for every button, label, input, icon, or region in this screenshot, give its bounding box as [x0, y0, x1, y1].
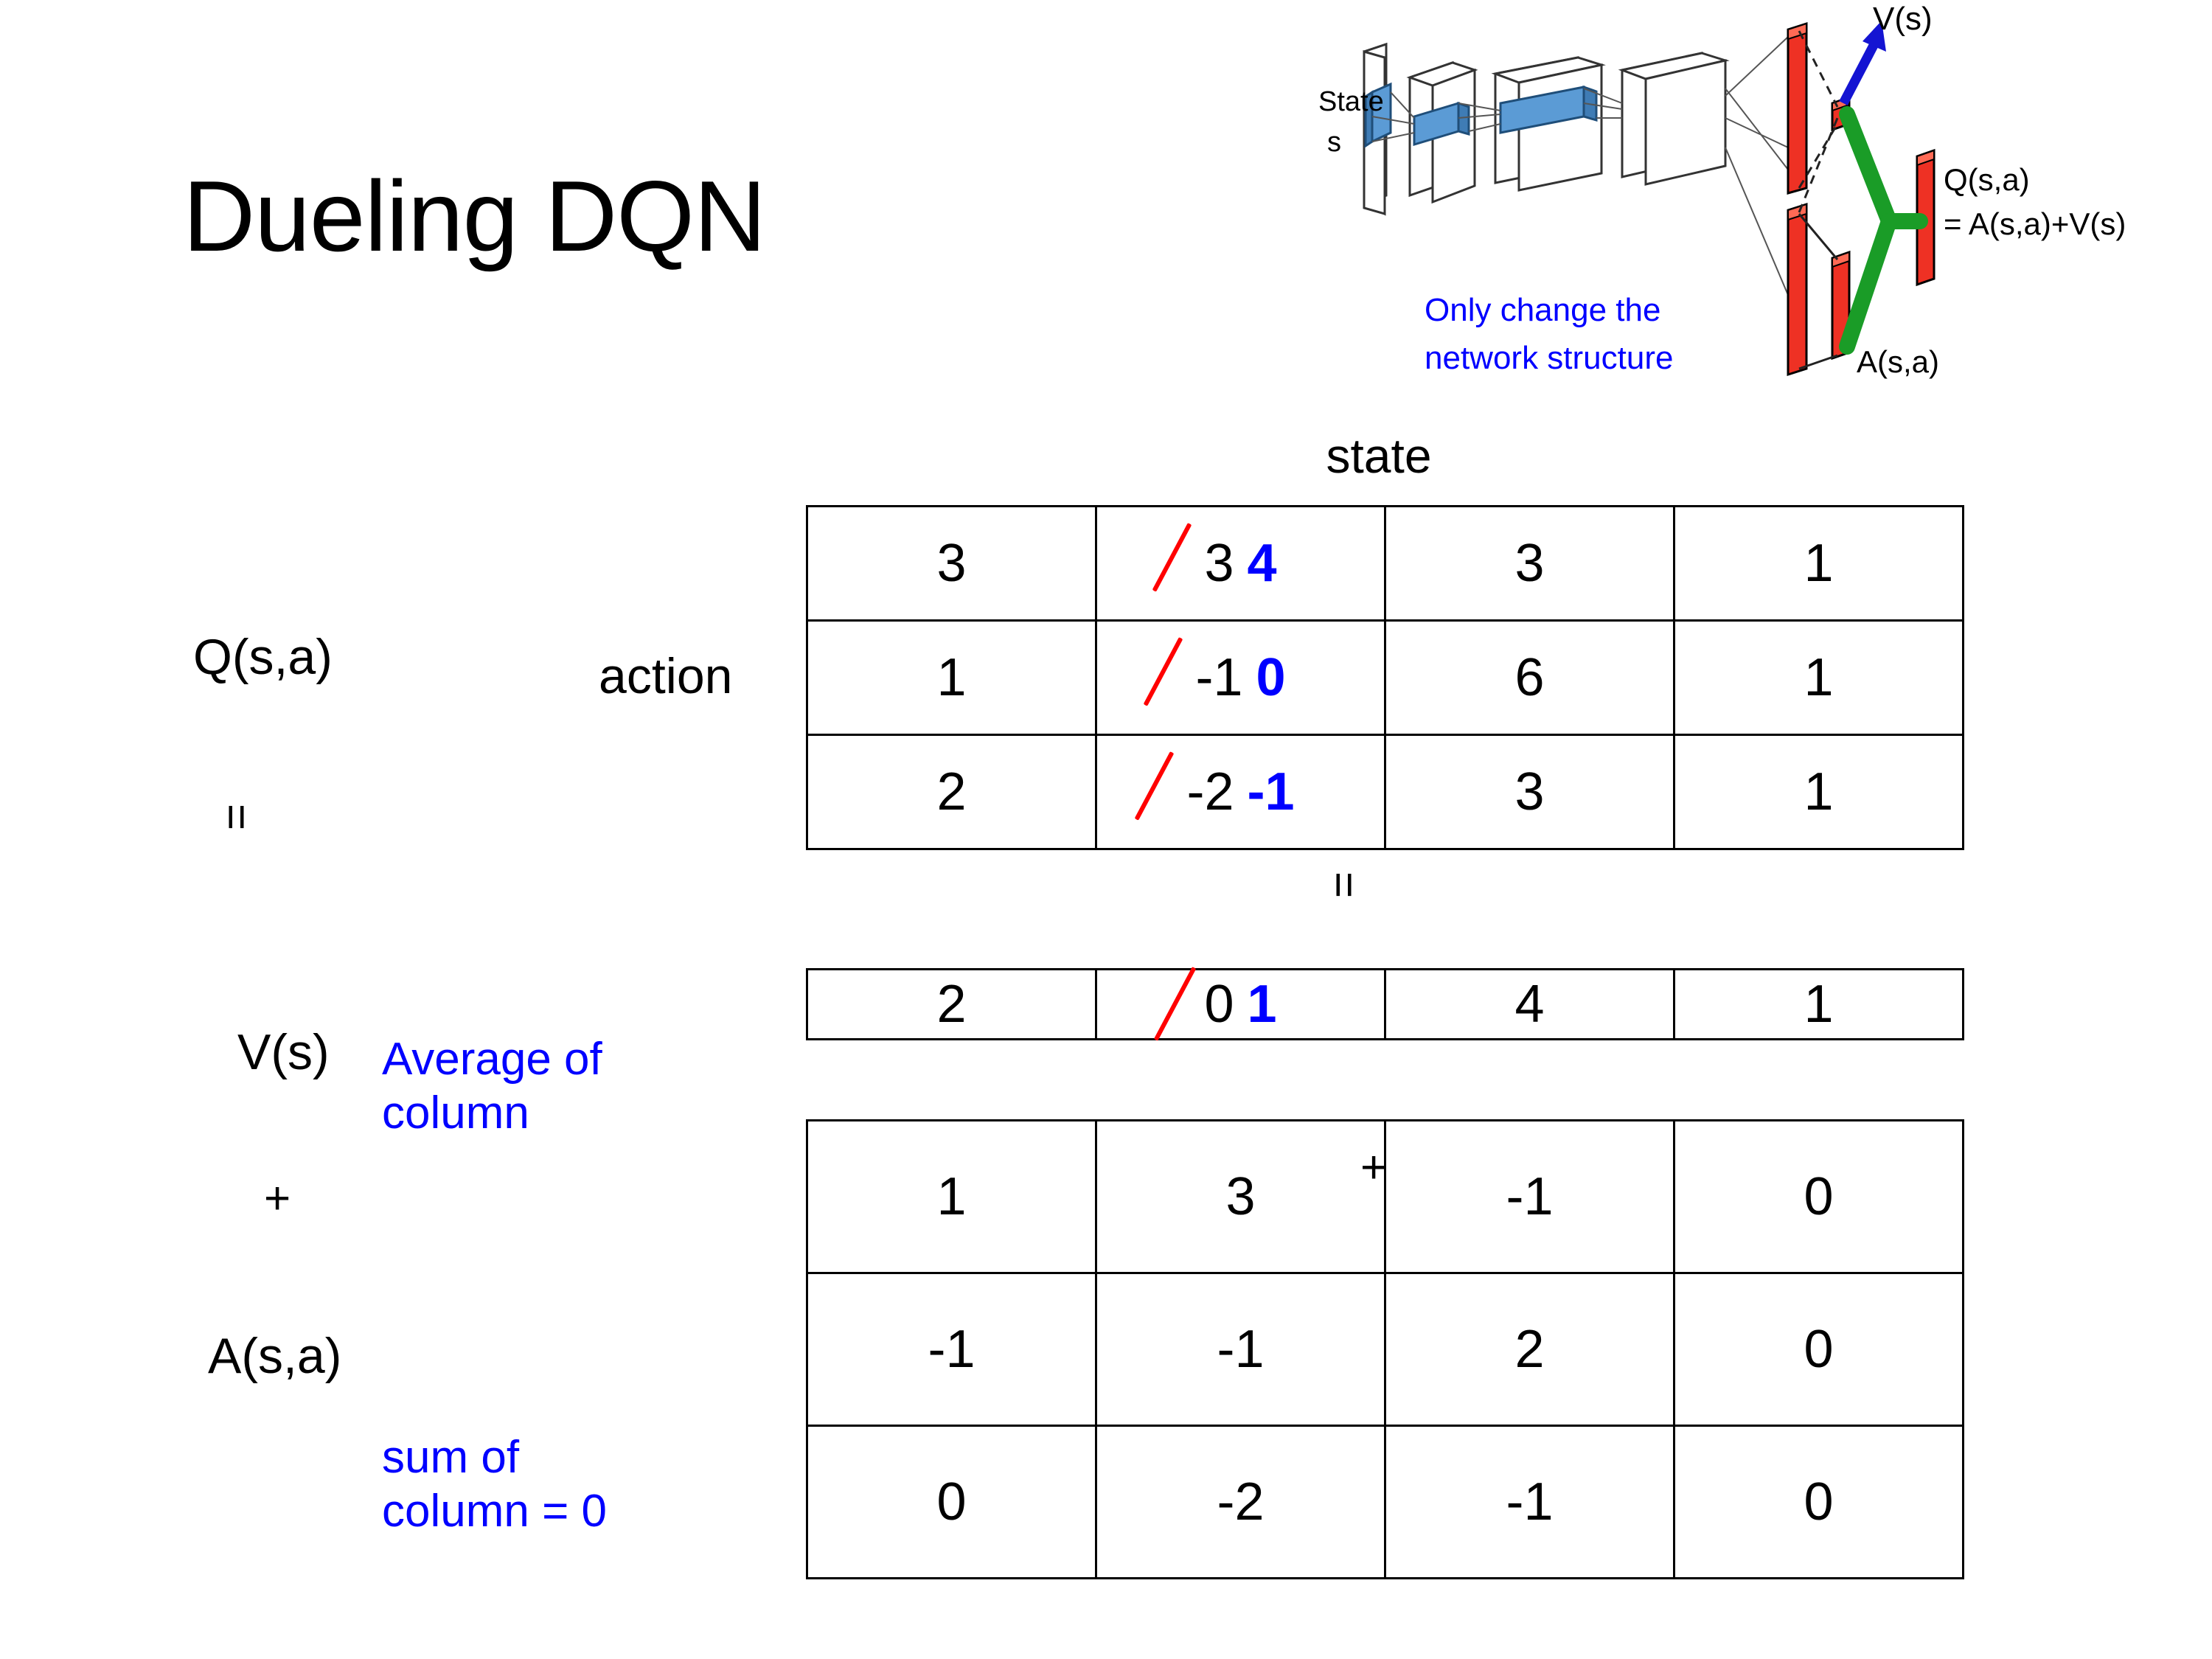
v-cell: 2 — [806, 968, 1097, 1040]
value-dashed-links-icon — [1798, 30, 1839, 213]
table-row: 2 -2 -1 3 1 — [806, 734, 1964, 850]
a-cell: 2 — [1384, 1272, 1675, 1427]
value-arrow-icon — [1839, 21, 1886, 106]
a-cell: 1 — [806, 1119, 1097, 1274]
q-cell: 1 — [1673, 619, 1964, 736]
advantage-label: A(s,a) — [1857, 344, 1939, 379]
average-note-line2: column — [382, 1088, 529, 1139]
q-cell: 2 — [806, 734, 1097, 850]
equals-operator-mid: = — [1318, 872, 1369, 899]
old-value: -2 — [1186, 762, 1234, 821]
a-cell: 3 — [1095, 1119, 1386, 1274]
q-cell-corrected: -1 0 — [1095, 619, 1386, 736]
conv-box-3-icon — [1618, 52, 1730, 186]
q-label-line1: Q(s,a) — [1944, 162, 2030, 197]
a-cell: 0 — [1673, 1272, 1964, 1427]
q-cell: 6 — [1384, 619, 1675, 736]
q-cell: 1 — [1673, 505, 1964, 622]
q-label-line2: = A(s,a)+V(s) — [1944, 206, 2126, 241]
advantage-links-icon — [1798, 213, 1839, 370]
left-plus-operator: + — [264, 1173, 291, 1224]
input-slab-icon — [1364, 82, 1392, 148]
merge-lines-icon — [1839, 106, 1928, 355]
q-cell-corrected: 3 4 — [1095, 505, 1386, 622]
old-value: 3 — [1204, 534, 1234, 593]
table-row: 3 3 4 3 1 — [806, 505, 1964, 622]
v-value-table: 2 0 1 4 1 — [806, 968, 1964, 1040]
sum-note-line1: sum of — [382, 1432, 520, 1483]
value-stream-bar-icon — [1787, 21, 1808, 195]
old-value: -1 — [1195, 648, 1243, 707]
page-title: Dueling DQN — [183, 160, 766, 272]
a-cell: -1 — [1384, 1425, 1675, 1579]
old-value: 0 — [1204, 975, 1234, 1034]
diagram-note-line1: Only change the — [1425, 292, 1660, 328]
diagram-note-line2: network structure — [1425, 340, 1673, 376]
table-row: 0 -2 -1 0 — [806, 1425, 1964, 1579]
a-table-label: A(s,a) — [208, 1328, 342, 1384]
input-label-line1: State — [1318, 86, 1384, 117]
q-cell: 1 — [1673, 734, 1964, 850]
new-value: 1 — [1247, 975, 1277, 1034]
table-row: -1 -1 2 0 — [806, 1272, 1964, 1427]
a-cell: 0 — [1673, 1425, 1964, 1579]
a-cell: 0 — [1673, 1119, 1964, 1274]
dueling-network-diagram: State s V(s) A(s,a) Q(s,a) = A(s,a)+V(s)… — [1106, 0, 2212, 413]
q-cell: 1 — [806, 619, 1097, 736]
new-value: -1 — [1247, 762, 1295, 821]
state-axis-label: state — [1326, 428, 1432, 483]
input-label-line2: s — [1327, 127, 1341, 158]
v-cell: 4 — [1384, 968, 1675, 1040]
average-of-column-note: Average of column — [382, 1032, 602, 1140]
new-value: 4 — [1247, 534, 1277, 593]
a-cell: -2 — [1095, 1425, 1386, 1579]
a-cell: -1 — [806, 1272, 1097, 1427]
q-table-label: Q(s,a) — [193, 629, 333, 685]
a-cell: -1 — [1095, 1272, 1386, 1427]
table-row: 1 3 -1 0 — [806, 1119, 1964, 1274]
q-cell: 3 — [1384, 505, 1675, 622]
new-value: 0 — [1256, 648, 1286, 707]
sum-note-line2: column = 0 — [382, 1486, 608, 1537]
v-table-label: V(s) — [237, 1024, 330, 1080]
advantage-stream-bar-icon — [1787, 202, 1808, 377]
left-equals-operator: = — [211, 804, 262, 831]
v-cell: 1 — [1673, 968, 1964, 1040]
advantage-table: 1 3 -1 0 -1 -1 2 0 0 -2 -1 0 — [806, 1119, 1964, 1579]
action-axis-label: action — [599, 648, 733, 704]
conv-slab-2-icon — [1499, 85, 1598, 134]
value-label: V(s) — [1873, 1, 1933, 37]
conv-slab-1-icon — [1413, 101, 1470, 147]
q-cell: 3 — [1384, 734, 1675, 850]
table-row: 1 -1 0 6 1 — [806, 619, 1964, 736]
table-row: 2 0 1 4 1 — [806, 968, 1964, 1040]
sum-of-column-note: sum of column = 0 — [382, 1430, 607, 1538]
a-cell: -1 — [1384, 1119, 1675, 1274]
q-value-table: 3 3 4 3 1 1 -1 0 6 1 2 — [806, 505, 1964, 850]
average-note-line1: Average of — [382, 1034, 602, 1085]
a-cell: 0 — [806, 1425, 1097, 1579]
v-cell-corrected: 0 1 — [1095, 968, 1386, 1040]
q-cell-corrected: -2 -1 — [1095, 734, 1386, 850]
q-cell: 3 — [806, 505, 1097, 622]
connection-lines-icon — [1371, 36, 1789, 296]
